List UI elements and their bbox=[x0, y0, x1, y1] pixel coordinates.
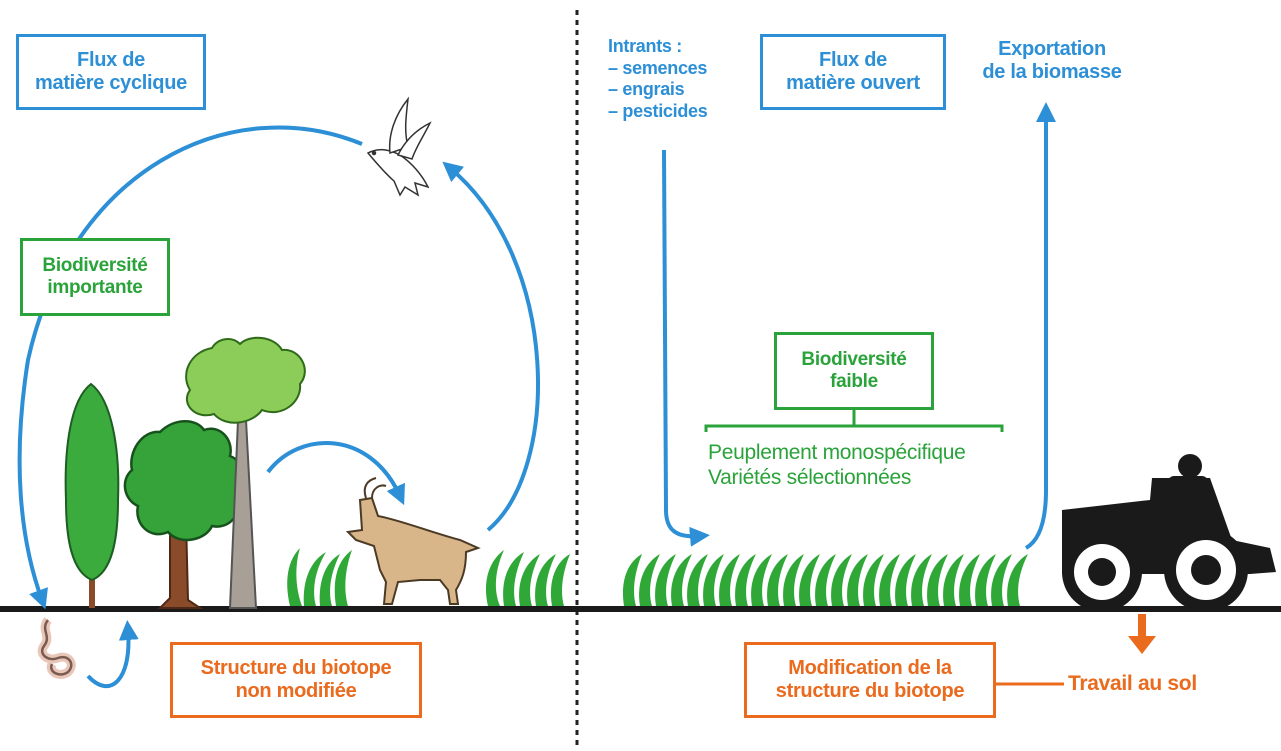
goat-icon bbox=[345, 477, 481, 605]
dove-icon bbox=[366, 96, 432, 197]
exportation-label: Exportation de la biomasse bbox=[962, 38, 1142, 84]
acacia-tree-icon bbox=[185, 336, 306, 609]
modification-line1: Modification de la bbox=[788, 657, 952, 679]
worm-icon bbox=[37, 617, 76, 679]
structure-non-modifiee-line1: Structure du biotope bbox=[200, 657, 392, 679]
cycle-arrow-tree-to-goat bbox=[266, 441, 405, 506]
soil-arrow-head bbox=[1128, 636, 1156, 654]
flux-cyclique-line1: Flux de bbox=[77, 49, 145, 71]
structure-non-modifiee-box: Structure du biotope non modifiée bbox=[170, 642, 422, 718]
cycle-arrow-goat-to-dove bbox=[442, 161, 540, 532]
biodiversite-faible-box: Biodiversité faible bbox=[774, 332, 934, 410]
flux-ouvert-line2: matière ouvert bbox=[786, 72, 920, 94]
biodiversite-importante-line1: Biodiversité bbox=[42, 255, 148, 277]
intrants-item: – semences bbox=[608, 57, 708, 78]
biodiversite-faible-line1: Biodiversité bbox=[801, 349, 907, 371]
intrants-item: – engrais bbox=[608, 79, 685, 100]
peuplement-bracket bbox=[704, 424, 1004, 432]
biodiversite-importante-box: Biodiversité importante bbox=[20, 238, 170, 316]
oak-tree-icon bbox=[123, 420, 246, 609]
structure-non-modifiee-line2: non modifiée bbox=[235, 680, 357, 702]
grass-tuft-icon bbox=[287, 548, 570, 606]
biodiversite-importante-line2: importante bbox=[47, 277, 143, 298]
modification-structure-box: Modification de la structure du biotope bbox=[744, 642, 996, 718]
tractor-icon bbox=[1062, 454, 1276, 612]
flux-ouvert-line1: Flux de bbox=[819, 49, 887, 71]
poplar-tree-icon bbox=[64, 382, 120, 608]
peuplement-label: Peuplement monospécifique Variétés sélec… bbox=[708, 440, 966, 490]
biodiversite-faible-line2: faible bbox=[830, 371, 878, 392]
intrants-title: Intrants : bbox=[608, 36, 683, 56]
cycle-arrow-worm-to-ground bbox=[86, 620, 139, 689]
peuplement-line1: Peuplement monospécifique bbox=[708, 441, 966, 464]
modification-line2: structure du biotope bbox=[775, 680, 965, 702]
intrants-item: – pesticides bbox=[608, 100, 708, 121]
export-arrow bbox=[1024, 102, 1056, 550]
flux-cyclique-line2: matière cyclique bbox=[35, 72, 187, 94]
peuplement-line2: Variétés sélectionnées bbox=[708, 466, 912, 490]
exportation-line2: de la biomasse bbox=[982, 61, 1122, 83]
flux-cyclique-box: Flux de matière cyclique bbox=[16, 34, 206, 110]
exportation-line1: Exportation bbox=[998, 38, 1106, 60]
intrants-arrow bbox=[662, 149, 710, 547]
grass-tuft-icon bbox=[622, 554, 1028, 606]
flux-ouvert-box: Flux de matière ouvert bbox=[760, 34, 946, 110]
travail-au-sol-label: Travail au sol bbox=[1068, 672, 1197, 695]
intrants-list: Intrants : – semences – engrais – pestic… bbox=[608, 36, 708, 122]
